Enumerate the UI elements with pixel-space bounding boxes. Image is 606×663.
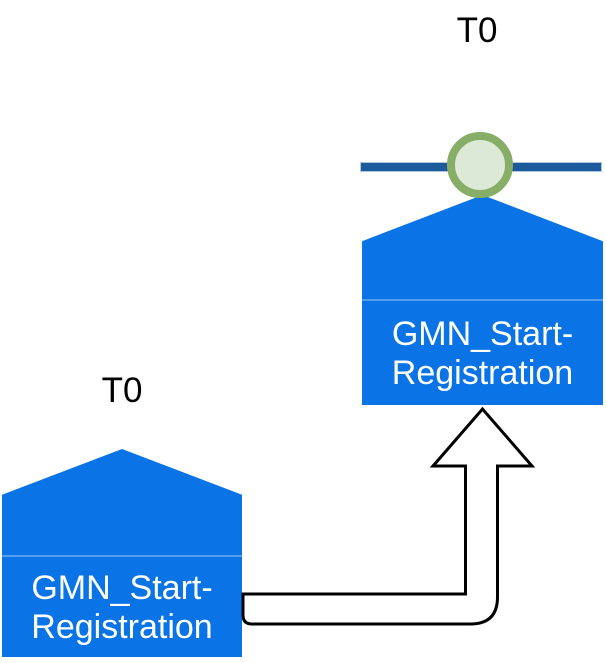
node-title-line2: Registration [31,608,213,646]
node-source: GMN_Start- Registration [2,449,242,657]
node-title: GMN_Start- Registration [2,555,242,657]
node-divider [362,299,603,301]
timeline-label-target: T0 [456,11,498,50]
node-title-line1: GMN_Start- [391,315,574,353]
timeline-label-source: T0 [101,371,143,410]
node-title-line2: Registration [391,354,574,392]
event-circle-icon [447,132,513,198]
node-title: GMN_Start- Registration [362,299,603,405]
node-target: GMN_Start- Registration [362,195,603,405]
node-title-line1: GMN_Start- [31,569,213,607]
node-divider [2,555,242,557]
